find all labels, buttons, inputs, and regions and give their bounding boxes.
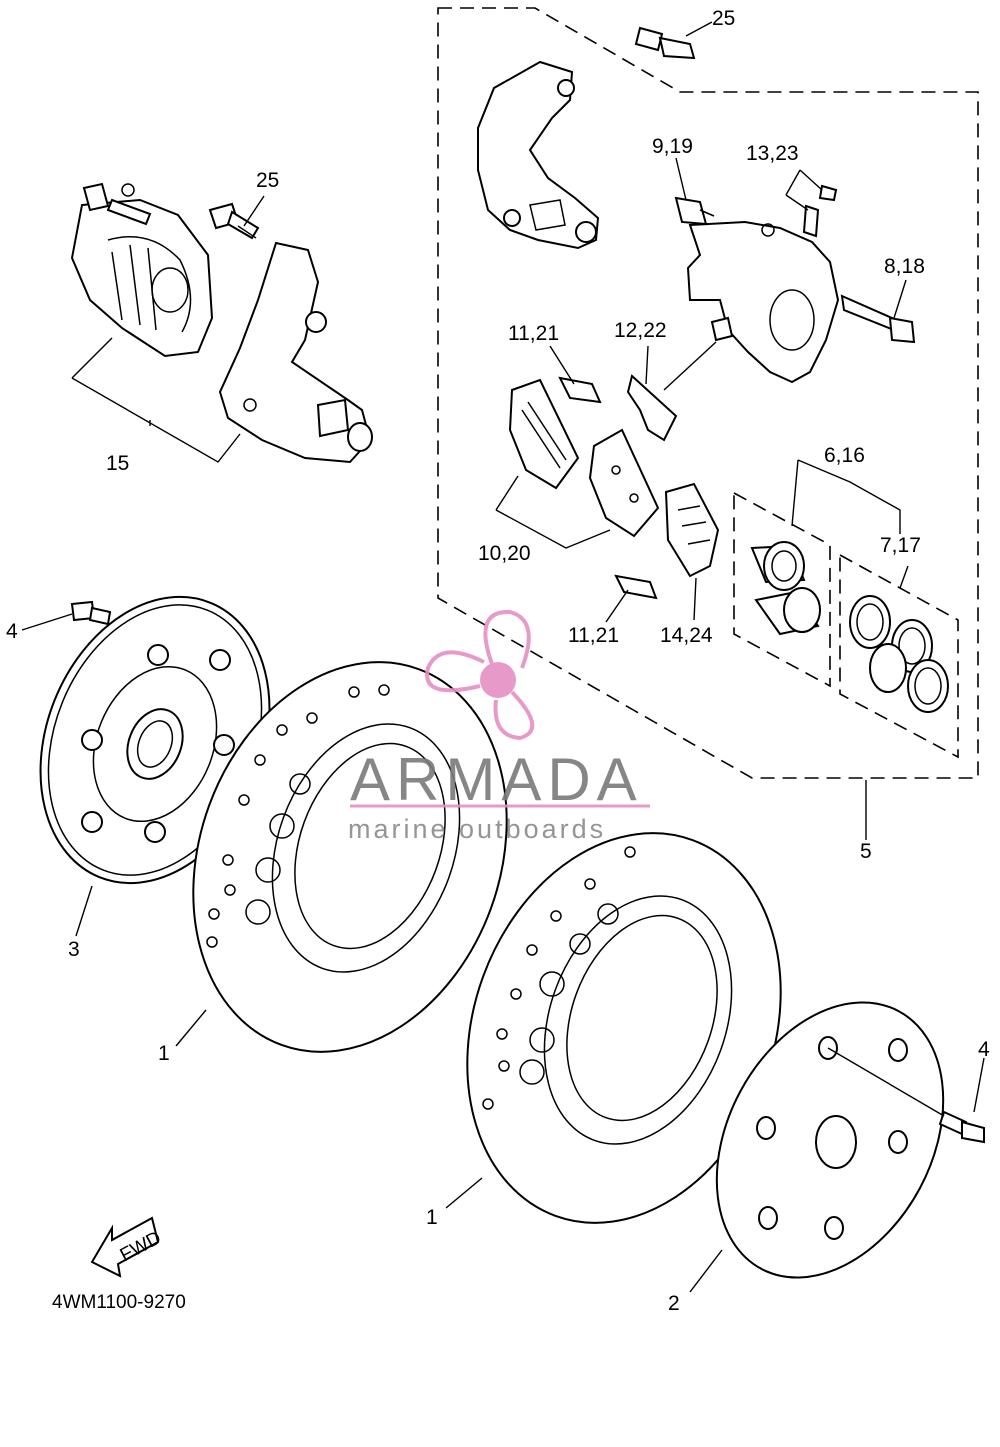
disc-holes-left [206, 684, 390, 948]
piston-seals-7-17 [849, 595, 949, 713]
pad-clip-11-21-bottom [614, 574, 658, 600]
right-caliper-body [686, 220, 840, 384]
watermark-brand: ARMADA [350, 746, 643, 813]
callout-2: 2 [668, 1292, 680, 1315]
leader-lines [21, 21, 985, 1293]
brake-disc-1-left [192, 661, 508, 1053]
brake-pad-10-20-a [508, 378, 580, 490]
callout-8-18: 8,18 [884, 255, 925, 278]
disc-holes-right [482, 846, 636, 1110]
callout-14-24: 14,24 [660, 624, 713, 647]
left-bolt-25 [208, 202, 260, 240]
right-bolt-4 [938, 1110, 985, 1144]
callout-25-top: 25 [712, 7, 735, 30]
left-caliper-bracket [218, 241, 373, 464]
callout-11-21-bottom: 11,21 [568, 624, 619, 647]
right-caliper-bracket [477, 60, 600, 250]
watermark-tagline: marine outboards [348, 814, 606, 844]
callout-13-23: 13,23 [746, 142, 799, 165]
left-bolt-4 [70, 600, 112, 626]
callout-1-left: 1 [158, 1042, 170, 1065]
callout-3: 3 [68, 938, 80, 961]
fwd-arrow-icon: FWD [90, 1216, 165, 1278]
callout-labels: 25 25 9,19 13,23 8,18 11,21 12,22 10,20 … [6, 7, 990, 1315]
callout-6-16: 6,16 [824, 444, 865, 467]
drawing-code: 4WM1100-9270 [52, 1292, 186, 1313]
callout-1-right: 1 [426, 1206, 438, 1229]
pistons-6-16 [750, 541, 821, 636]
callout-5: 5 [860, 840, 872, 863]
callout-4-right: 4 [978, 1038, 990, 1061]
callout-7-17: 7,17 [880, 534, 921, 557]
callout-9-19: 9,19 [652, 135, 693, 158]
pad-spring-12-22 [626, 374, 678, 442]
propeller-logo-icon [425, 609, 535, 741]
left-caliper-assembly [70, 182, 214, 358]
armada-watermark: ARMADA marine outboards [348, 609, 650, 844]
disc-cover-2 [715, 1001, 945, 1279]
callout-10-20: 10,20 [478, 542, 531, 565]
bleed-cap-13-23 [802, 184, 838, 238]
assembly-dashed-outline [437, 7, 979, 779]
callout-11-21-top: 11,21 [508, 322, 559, 345]
callout-12-22: 12,22 [614, 319, 667, 342]
pad-shim-14-24 [664, 482, 720, 578]
pad-clip-11-21-top [558, 376, 602, 404]
brake-pad-10-20-b [588, 428, 660, 538]
callout-15: 15 [106, 452, 129, 475]
pin-bolt-8-18 [840, 294, 916, 344]
bleed-screw-9-19 [674, 196, 715, 226]
callout-25-left: 25 [256, 169, 279, 192]
callout-4-left: 4 [6, 620, 18, 643]
top-bolt-25 [634, 26, 696, 60]
